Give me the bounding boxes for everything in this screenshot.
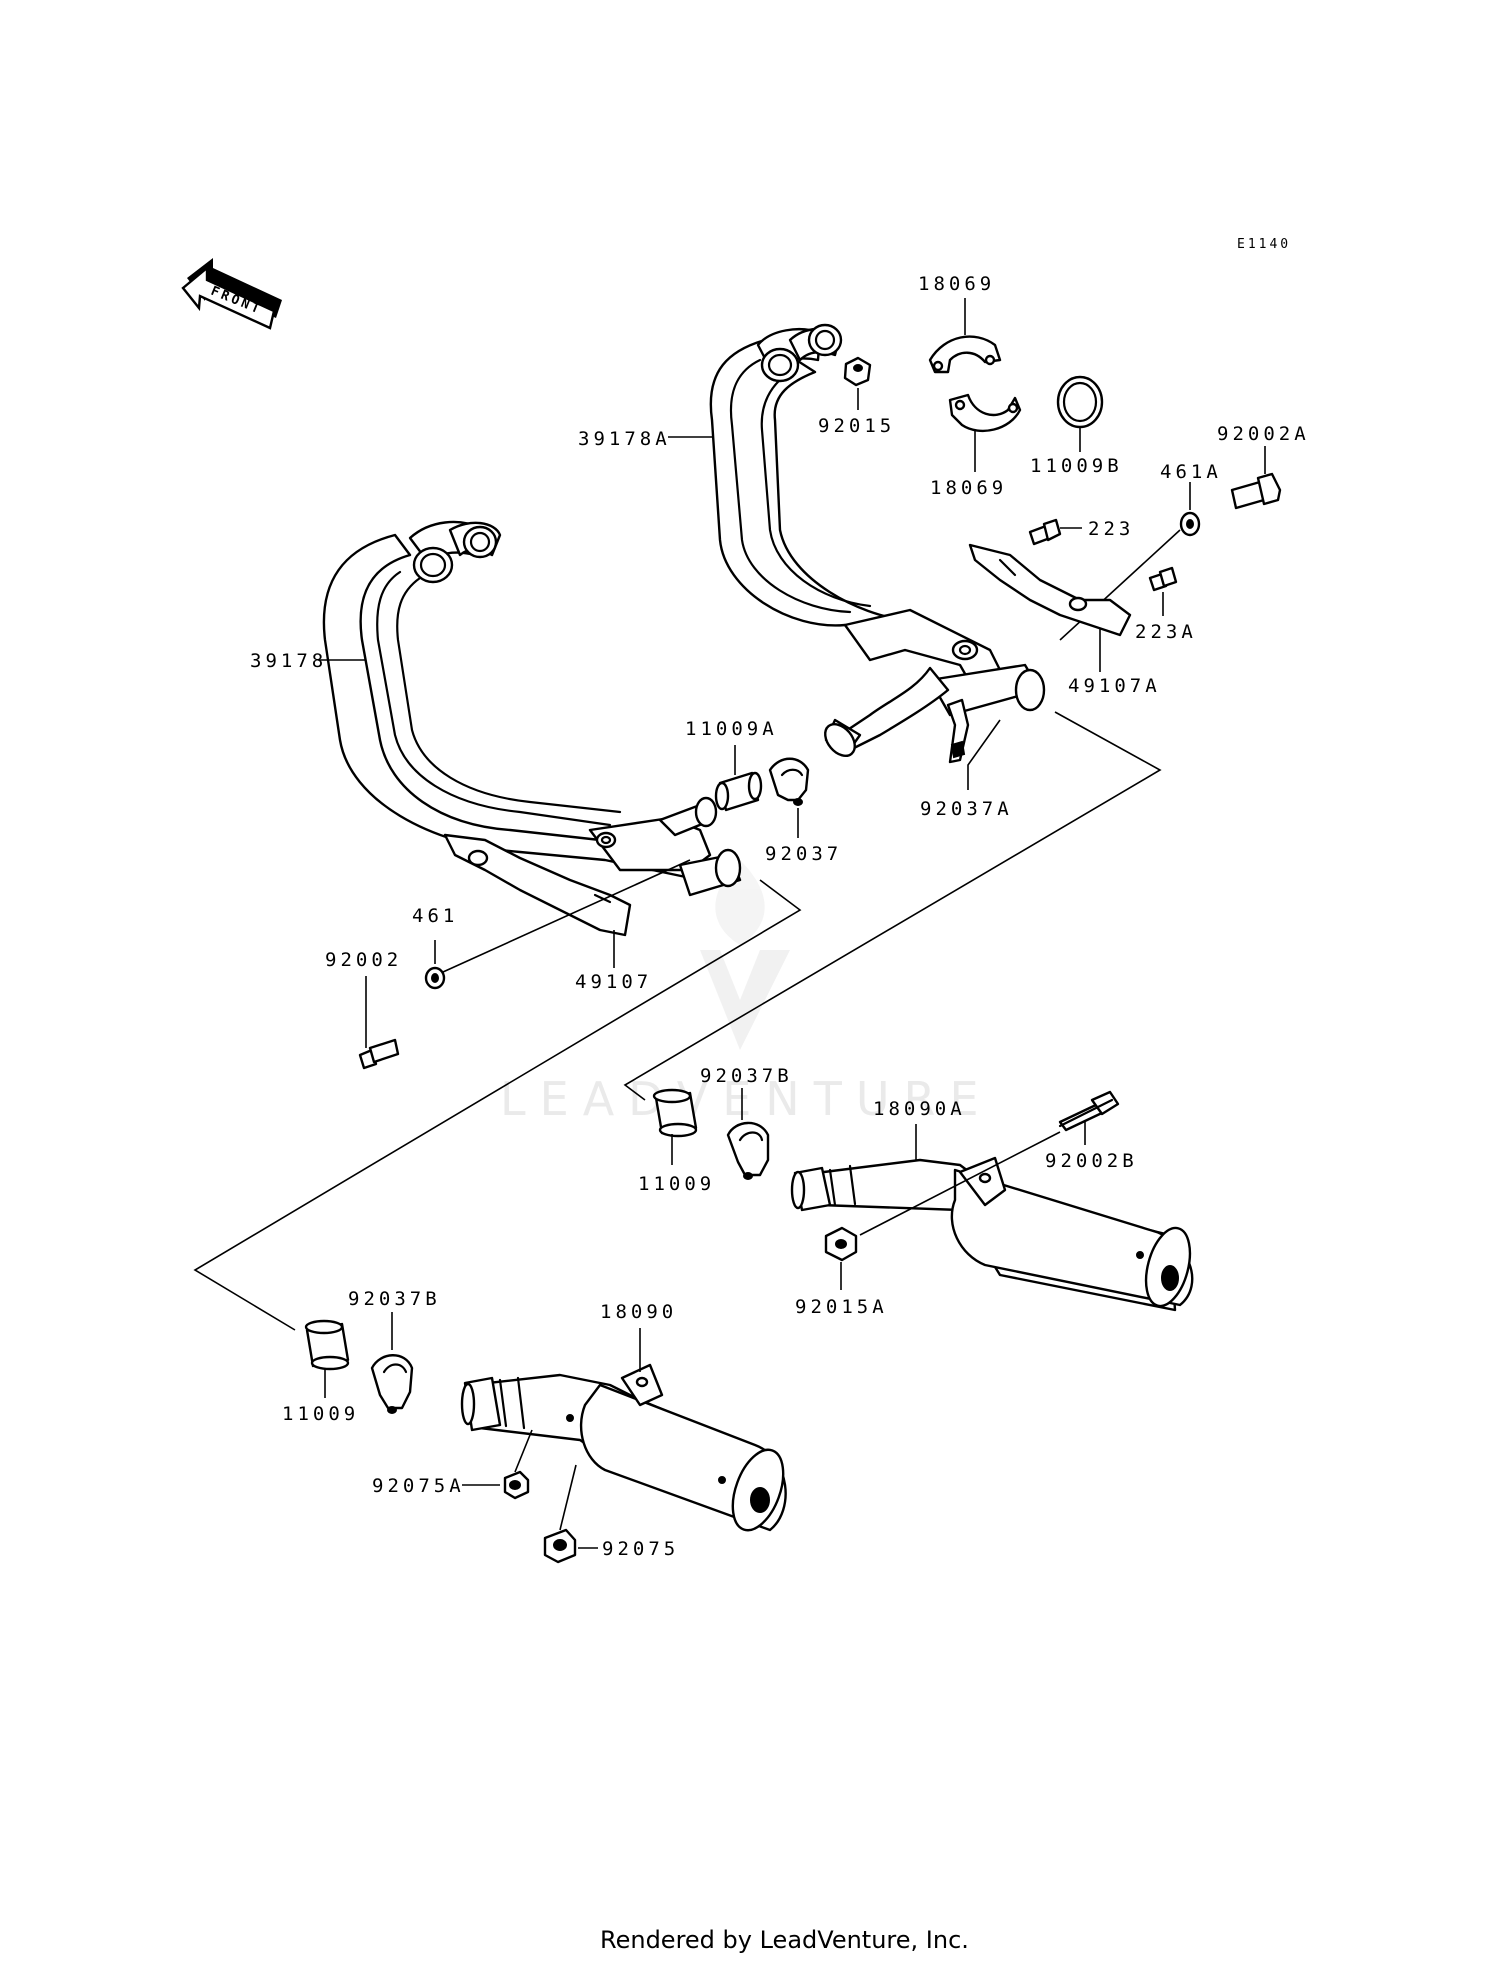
label-92075[interactable]: 92075 xyxy=(602,1538,679,1560)
bolt-223a xyxy=(1148,566,1178,592)
damper-92075a xyxy=(503,1470,530,1500)
label-49107a[interactable]: 49107A xyxy=(1068,675,1161,697)
label-461[interactable]: 461 xyxy=(412,905,458,927)
label-92002b[interactable]: 92002B xyxy=(1045,1150,1138,1172)
heat-shield-49107a xyxy=(968,543,1132,637)
label-92037b-top[interactable]: 92037B xyxy=(700,1065,793,1087)
heat-shield-49107 xyxy=(443,833,632,937)
label-39178a[interactable]: 39178A xyxy=(578,428,671,450)
watermark: LEADVENTURE xyxy=(500,860,993,1126)
header-pipe-39178a xyxy=(709,323,1046,757)
label-223[interactable]: 223 xyxy=(1088,518,1134,540)
clamp-92037b-bottom xyxy=(370,1354,414,1414)
label-11009-bottom[interactable]: 11009 xyxy=(282,1403,359,1425)
leader-92075a-to-muffler xyxy=(514,1429,533,1473)
guide-line-left xyxy=(193,879,802,1331)
diagram-code: E1140 xyxy=(1237,237,1291,252)
label-39178[interactable]: 39178 xyxy=(250,650,327,672)
leader-461-to-bracket xyxy=(442,859,691,973)
clamp-92037b-top xyxy=(726,1121,770,1180)
label-92015[interactable]: 92015 xyxy=(818,415,895,437)
clamp-92037 xyxy=(768,757,810,806)
bolt-223 xyxy=(1028,518,1062,546)
clamp-18069-bottom xyxy=(948,393,1022,433)
header-pipe-39178 xyxy=(322,520,742,897)
muffler-18090 xyxy=(460,1363,787,1532)
label-92015a[interactable]: 92015A xyxy=(795,1296,888,1318)
leader-92075-to-muffler xyxy=(559,1464,577,1531)
bracket-92037a xyxy=(946,698,970,764)
nut-92015a xyxy=(824,1226,858,1262)
gasket-11009-top xyxy=(652,1088,698,1138)
damper-92075 xyxy=(543,1528,577,1564)
watermark-text: LEADVENTURE xyxy=(500,1072,993,1126)
nut-92015 xyxy=(843,356,872,387)
label-18090[interactable]: 18090 xyxy=(600,1301,677,1323)
footer-credit: Rendered by LeadVenture, Inc. xyxy=(600,1926,969,1954)
bolt-92002 xyxy=(358,1038,400,1070)
label-223a[interactable]: 223A xyxy=(1135,621,1197,643)
label-92075a[interactable]: 92075A xyxy=(372,1475,465,1497)
gasket-11009a xyxy=(714,771,763,812)
label-461a[interactable]: 461A xyxy=(1160,461,1222,483)
label-11009b[interactable]: 11009B xyxy=(1030,455,1123,477)
gasket-11009b xyxy=(1056,375,1104,429)
label-92037b-bottom[interactable]: 92037B xyxy=(348,1288,441,1310)
label-49107[interactable]: 49107 xyxy=(575,971,652,993)
label-92037[interactable]: 92037 xyxy=(765,843,842,865)
label-11009-top[interactable]: 11009 xyxy=(638,1173,715,1195)
label-92002a[interactable]: 92002A xyxy=(1217,423,1310,445)
label-11009a[interactable]: 11009A xyxy=(685,718,778,740)
leader-92037a xyxy=(967,719,1001,790)
label-18069-top[interactable]: 18069 xyxy=(918,273,995,295)
muffler-18090a xyxy=(790,1156,1194,1312)
guide-line-right xyxy=(623,711,1162,1101)
bolt-92002b xyxy=(1058,1090,1120,1132)
front-arrow-icon: FRONT xyxy=(181,258,282,330)
label-18090a[interactable]: 18090A xyxy=(873,1098,966,1120)
gasket-11009-bottom xyxy=(304,1319,350,1371)
washer-461a xyxy=(1179,511,1201,537)
label-18069-bottom[interactable]: 18069 xyxy=(930,477,1007,499)
leader-92002b-to-muffler xyxy=(859,1131,1061,1236)
label-92002[interactable]: 92002 xyxy=(325,949,402,971)
clamp-18069-top xyxy=(928,335,1002,374)
label-92037a[interactable]: 92037A xyxy=(920,798,1013,820)
bolt-92002a xyxy=(1230,472,1282,510)
washer-461 xyxy=(424,966,446,990)
